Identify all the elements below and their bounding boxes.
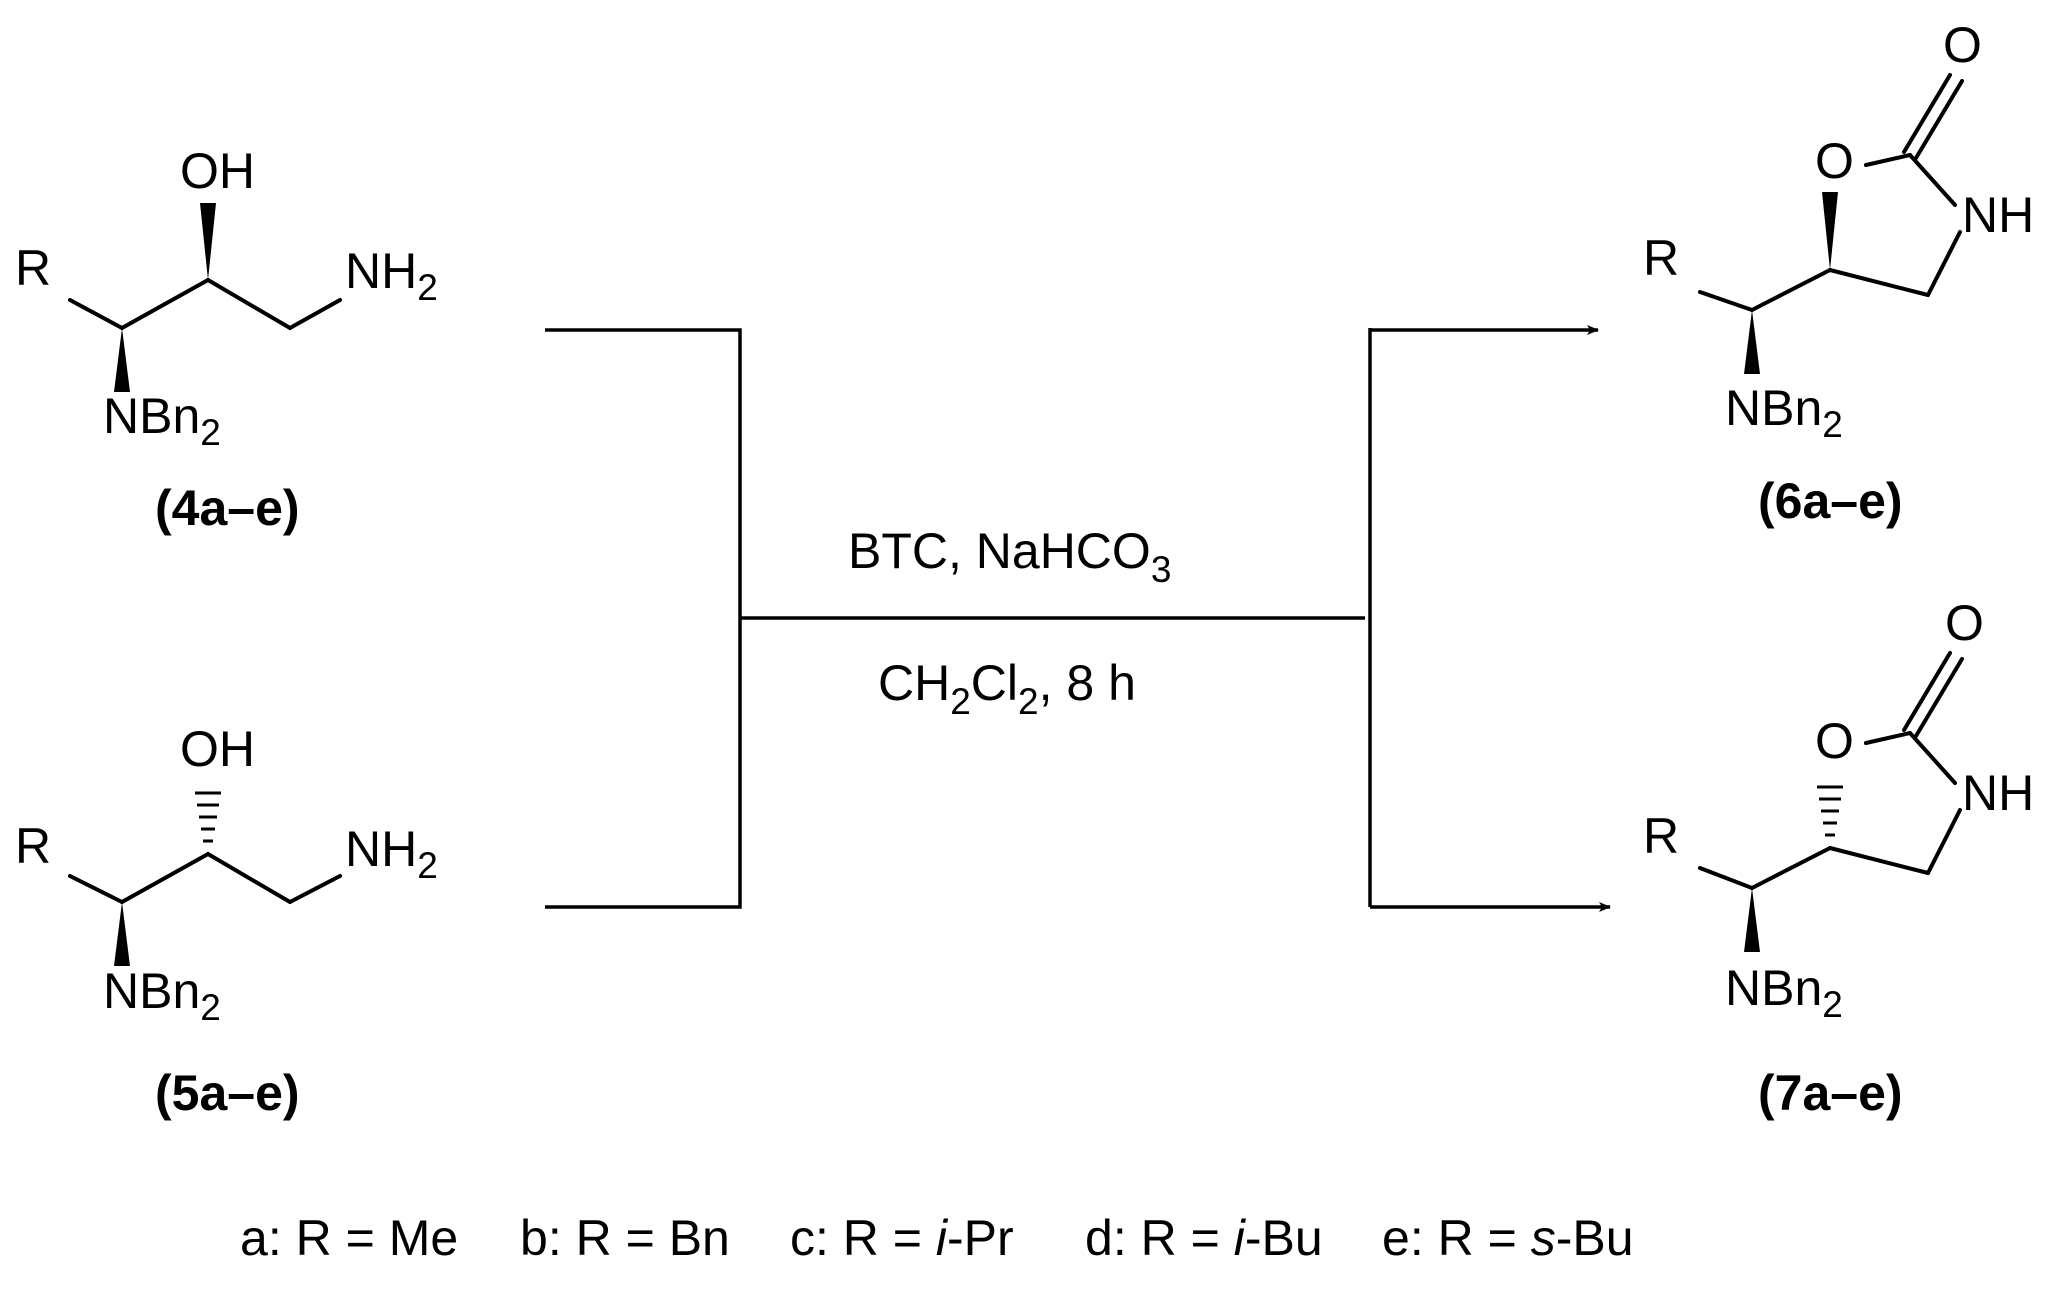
ring-oxygen-label: O — [1815, 713, 1854, 769]
bond — [1864, 153, 1912, 167]
bond — [120, 278, 210, 330]
legend-entry-c: c: R = i-Pr — [790, 1210, 1014, 1266]
solvent-label: CH2Cl2, 8 h — [878, 655, 1136, 722]
bond — [1908, 153, 1957, 207]
hashed-bond-ring — [1817, 785, 1843, 837]
dibenzylamino-label: NBn2 — [1725, 380, 1843, 445]
bond — [206, 852, 292, 904]
legend-entry-a: a: R = Me — [240, 1210, 458, 1266]
bond — [1864, 731, 1912, 745]
reagents-label: BTC, NaHCO3 — [848, 523, 1171, 590]
bond — [1698, 866, 1754, 890]
product-6-structure: O O NH R NBn2 — [1643, 17, 2034, 445]
bond — [1828, 846, 1930, 875]
legend-entry-b: b: R = Bn — [520, 1210, 730, 1266]
r-group-label: R — [15, 818, 51, 874]
wedge-bond-n — [114, 902, 130, 966]
bond — [1750, 846, 1832, 890]
bond — [288, 874, 342, 904]
bond — [1926, 808, 1962, 875]
bond — [1908, 731, 1957, 785]
hydroxyl-label: OH — [180, 143, 255, 199]
r-group-label: R — [1643, 808, 1679, 864]
ring-nh-label: NH — [1962, 765, 2034, 821]
dibenzylamino-label: NBn2 — [103, 388, 221, 453]
reactant-4-structure: R OH NH2 NBn2 — [15, 143, 438, 453]
r-group-label: R — [1643, 230, 1679, 286]
ring-nh-label: NH — [1962, 187, 2034, 243]
dibenzylamino-label: NBn2 — [103, 963, 221, 1028]
bond — [1750, 268, 1832, 312]
legend-entry-e: e: R = s-Bu — [1382, 1210, 1634, 1266]
bond — [206, 278, 292, 330]
compound-label-7: (7a–e) — [1758, 1065, 1903, 1121]
dibenzylamino-label: NBn2 — [1725, 960, 1843, 1025]
reactant-bracket — [545, 328, 742, 909]
wedge-bond-n — [1744, 310, 1760, 374]
bond — [1926, 230, 1962, 297]
hydroxyl-label: OH — [180, 721, 255, 777]
compound-label-4: (4a–e) — [155, 480, 300, 536]
ring-oxygen-label: O — [1815, 133, 1854, 189]
carbonyl-oxygen-label: O — [1943, 17, 1982, 73]
reaction-connector — [545, 325, 1611, 912]
wedge-bond-oh — [200, 203, 216, 280]
bond — [1914, 79, 1964, 160]
bond — [288, 298, 342, 330]
bond — [1828, 268, 1930, 297]
bond — [68, 298, 124, 330]
compound-label-6: (6a–e) — [1758, 473, 1903, 529]
hashed-bond-oh — [195, 791, 221, 843]
compound-label-5: (5a–e) — [155, 1065, 300, 1121]
bond — [1914, 657, 1964, 738]
bond — [1902, 73, 1952, 154]
product-7-structure: O O NH R NBn2 — [1643, 595, 2034, 1025]
wedge-bond-n — [1744, 888, 1760, 952]
bond — [68, 874, 124, 904]
wedge-bond-n — [114, 328, 130, 392]
reactant-5-structure: R OH NH2 NBn2 — [15, 721, 438, 1028]
bond — [1902, 651, 1952, 732]
carbonyl-oxygen-label: O — [1945, 595, 1984, 651]
amine-label: NH2 — [345, 821, 438, 886]
amine-label: NH2 — [345, 243, 438, 308]
r-group-label: R — [15, 240, 51, 296]
legend-entry-d: d: R = i-Bu — [1085, 1210, 1323, 1266]
bond — [120, 852, 210, 904]
substituent-legend: a: R = Me b: R = Bn c: R = i-Pr d: R = i… — [240, 1210, 1634, 1266]
bond — [1698, 290, 1754, 312]
wedge-bond-ring — [1822, 192, 1838, 270]
